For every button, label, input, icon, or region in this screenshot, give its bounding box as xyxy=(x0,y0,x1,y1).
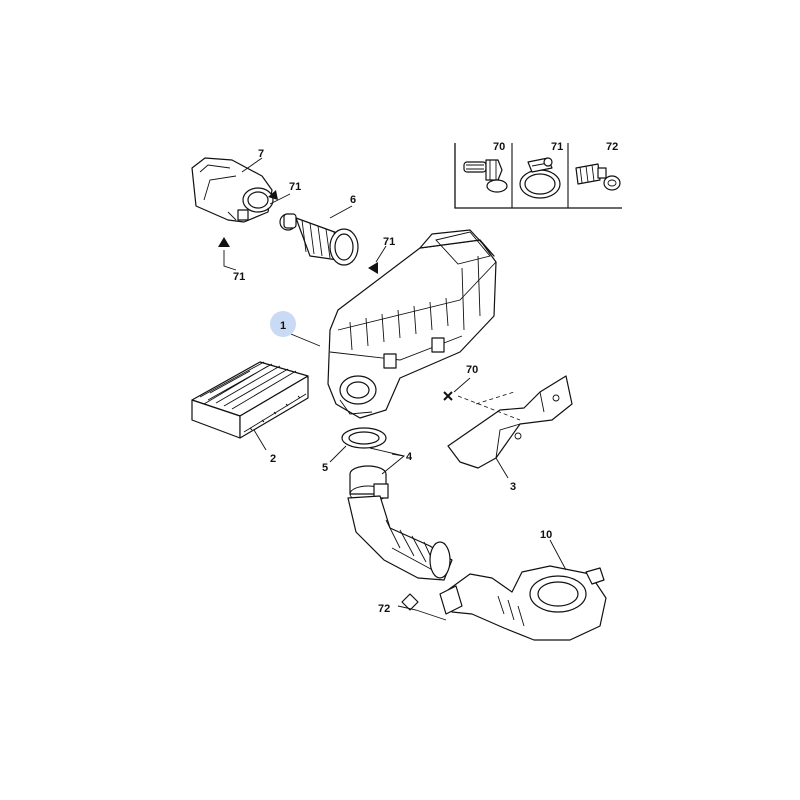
air-filter-housing xyxy=(327,229,497,419)
callout-72: 72 xyxy=(378,603,390,615)
arrow-71-right xyxy=(368,262,378,274)
callout-7: 7 xyxy=(258,148,264,160)
callout-3: 3 xyxy=(510,481,516,493)
fastener-legend: 70 71 72 xyxy=(454,141,622,209)
callout-70: 70 xyxy=(466,364,478,376)
callout-2: 2 xyxy=(270,453,276,465)
intake-duct xyxy=(347,495,453,581)
arrow-71-left xyxy=(218,237,230,247)
leader-lines xyxy=(223,157,567,621)
callout-6: 6 xyxy=(350,194,356,206)
diamond-72 xyxy=(401,593,419,611)
callout-5: 5 xyxy=(322,462,328,474)
callouts: 1 2 3 4 5 6 7 10 70 71 71 71 72 xyxy=(233,148,552,615)
callout-71-top: 71 xyxy=(289,181,301,193)
hose-clamp-icon xyxy=(519,157,561,199)
callout-71-left: 71 xyxy=(233,271,245,283)
hose-coupling xyxy=(349,465,389,503)
air-intake-scoop xyxy=(191,157,274,223)
arrow-71-top xyxy=(268,190,278,200)
bolt-icon xyxy=(463,159,508,193)
seal-ring xyxy=(341,427,387,449)
filter-element xyxy=(191,361,309,439)
callout-1: 1 xyxy=(280,320,286,332)
mounting-bracket xyxy=(447,375,573,469)
legend-label-71: 71 xyxy=(551,141,563,153)
callout-10: 10 xyxy=(540,529,552,541)
x-mark-70 xyxy=(443,391,453,401)
callout-highlight xyxy=(270,311,296,337)
legend-label-72: 72 xyxy=(606,141,618,153)
callout-4: 4 xyxy=(406,451,413,463)
bellows-hose xyxy=(279,213,359,266)
resonator-elbow xyxy=(439,565,607,641)
push-rivet-icon xyxy=(575,163,621,191)
legend-label-70: 70 xyxy=(493,141,505,153)
callout-71-right: 71 xyxy=(383,236,395,248)
